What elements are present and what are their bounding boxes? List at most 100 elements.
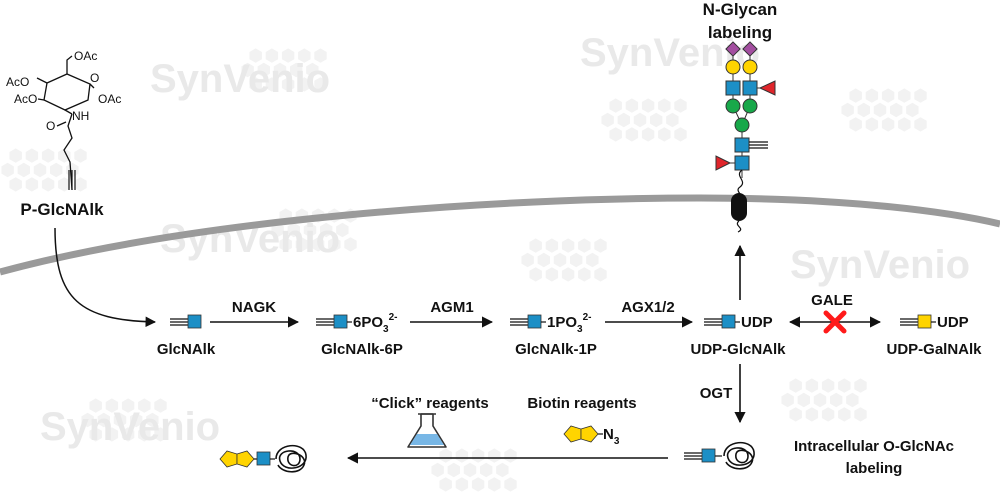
background-hexagon (314, 48, 327, 63)
glcnalk-6p-label: GlcNAlk-6P (321, 341, 403, 358)
background-hexagon (873, 102, 887, 118)
biotin-reagents-label: Biotin reagents (527, 395, 636, 412)
background-hexagon (33, 162, 47, 178)
background-hexagon (298, 48, 311, 63)
background-hexagon (9, 177, 22, 192)
background-hexagon (854, 378, 867, 393)
background-hexagon (594, 267, 607, 282)
background-hexagon (594, 238, 607, 253)
background-hexagon (857, 102, 870, 118)
udp-glcnalk-symbol (704, 314, 740, 329)
background-hexagon (311, 237, 325, 252)
enzyme-nagk: NAGK (232, 299, 276, 316)
glcnalk-1p-label: GlcNAlk-1P (515, 341, 597, 358)
azide-subscript: 3 (614, 436, 620, 447)
background-hexagon (666, 112, 679, 128)
background-hexagon (865, 88, 879, 103)
glcnac-square (742, 80, 758, 96)
background-hexagon (281, 48, 295, 63)
glcnalk-6p-symbol (316, 314, 352, 329)
udp-text: UDP (937, 314, 969, 331)
background-hexagon (58, 177, 71, 192)
background-hexagon (138, 427, 151, 442)
background-hexagon (914, 88, 927, 103)
background-hexagon (561, 238, 575, 253)
background-hexagon (914, 117, 927, 132)
background-hexagon (290, 62, 303, 78)
background-hexagon (41, 177, 55, 192)
phosphate-6-label: 6PO32- (353, 312, 397, 335)
background-hexagon (265, 48, 279, 63)
background-hexagon (257, 62, 270, 78)
background-hexagon (249, 77, 262, 92)
glcnac-square (734, 137, 750, 153)
background-hexagon (1, 162, 14, 178)
background-hexagon (529, 238, 542, 253)
background-hexagon (336, 222, 349, 238)
background-hexagon (81, 412, 94, 428)
cell-membrane (0, 194, 1000, 276)
background-hexagon (890, 102, 903, 118)
background-hexagon (545, 238, 559, 253)
mannose-circle (734, 117, 750, 133)
background-hexagon (121, 398, 135, 413)
uptake-arrow (54, 227, 157, 327)
sialic-acid-diamond (742, 41, 758, 57)
background-hexagon (25, 148, 39, 163)
background-hexagon (17, 162, 30, 178)
background-hexagon (121, 427, 135, 442)
background-hexagon (658, 127, 671, 142)
carbonyl-oxygen-label: O (46, 119, 55, 133)
n-glycan-title: N-Glycan (703, 0, 778, 19)
background-hexagon (41, 148, 55, 163)
background-hexagon (488, 477, 501, 492)
amide-nh-label: NH (72, 109, 89, 123)
flask-icon (407, 413, 447, 448)
background-hexagon (617, 112, 630, 128)
background-hexagon (633, 112, 647, 128)
background-hexagon (154, 427, 167, 442)
background-hexagon (97, 412, 110, 428)
background-hexagon (898, 117, 911, 132)
background-hexagon (74, 177, 87, 192)
background-hexagon (298, 77, 311, 92)
acetyl-group-label: AcO (6, 75, 29, 89)
background-hexagon (328, 237, 341, 252)
background-hexagon (838, 407, 851, 422)
background-hexagon (306, 62, 319, 78)
background-hexagon (273, 62, 287, 78)
o-glcnac-protein-symbol (684, 448, 722, 463)
click-reagents-label: “Click” reagents (371, 395, 489, 412)
watermark-group: SynVenio SynVenio SynVenio SynVenio SynV… (40, 31, 970, 449)
background-hexagon (545, 267, 559, 282)
background-hexagon (113, 412, 127, 428)
acetyl-group-label: OAc (98, 92, 121, 106)
azide-text: N (603, 426, 614, 443)
background-hexagon (898, 88, 911, 103)
background-hexagon (906, 102, 919, 118)
watermark-text: SynVenio (40, 405, 220, 449)
mannose-circle (742, 98, 758, 114)
phosphate-charge: 2- (583, 312, 592, 323)
background-hexagon (570, 252, 583, 268)
background-hexagon (439, 448, 452, 463)
background-hexagon (281, 77, 295, 92)
background-hexagon (674, 98, 687, 113)
background-hexagon (130, 412, 143, 428)
background-hexagon (320, 222, 333, 238)
background-hexagon (841, 102, 854, 118)
fucose-triangle (715, 155, 732, 171)
watermark-text: SynVenio (790, 243, 970, 287)
background-hexagon (625, 127, 639, 142)
background-hexagon (838, 378, 851, 393)
background-hexagon (9, 148, 22, 163)
background-hexagon (463, 462, 477, 478)
enzyme-gale: GALE (811, 292, 853, 309)
background-hexagon (625, 98, 639, 113)
background-hexagon (789, 378, 802, 393)
background-hexagon (480, 462, 493, 478)
background-hexagon (846, 392, 859, 408)
protein-linker (736, 220, 742, 233)
